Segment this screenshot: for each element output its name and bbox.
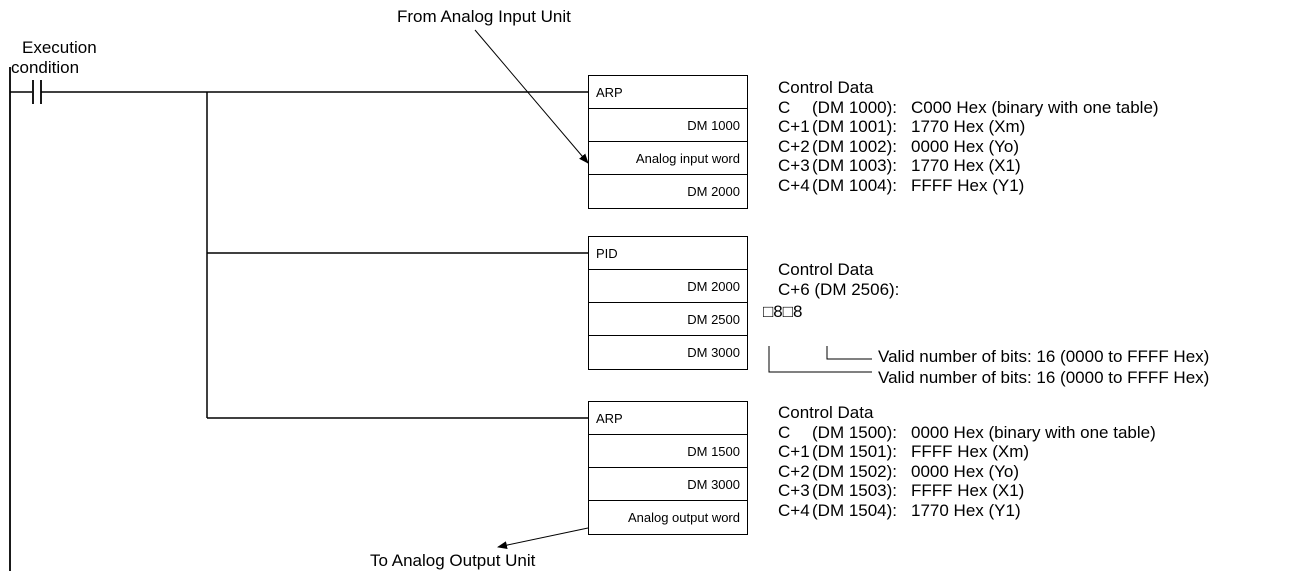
from-analog-input-label: From Analog Input Unit [397,7,571,26]
control-data-row: C+3(DM 1003):1770 Hex (X1) [778,156,1021,175]
operand-output-word: DM 3000 [687,345,740,360]
operand-input-word: DM 2000 [589,270,747,303]
operand-parameter-word: DM 2500 [589,303,747,336]
condition-label: condition [11,58,80,77]
control-data-row: C+2(DM 1002):0000 Hex (Yo) [778,136,1020,156]
control-data-row: C(DM 1000):C000 Hex (binary with one tab… [778,97,1159,117]
control-data-block-3: Control Data C(DM 1500):0000 Hex (binary… [778,403,1156,520]
operand-control-word: DM 1500 [589,435,747,468]
control-data-row: C+3(DM 1503):FFFF Hex (X1) [778,481,1025,500]
control-data-pattern: □8□8 [763,302,803,321]
control-data-row: C+4(DM 1504):1770 Hex (Y1) [778,500,1021,520]
instruction-mnemonic: ARP [589,402,747,435]
instruction-mnemonic: ARP [589,76,747,109]
operand-source-word: Analog input word [589,142,747,175]
instruction-block-arp-input: ARP DM 1000 Analog input word DM 2000 [588,75,748,209]
operand-control-word: DM 1000 [589,109,747,142]
output-arrow [497,527,589,550]
control-data-row: C(DM 1500):0000 Hex (binary with one tab… [778,422,1156,442]
control-data-row: C+2(DM 1502):0000 Hex (Yo) [778,461,1020,481]
operand-result-word: DM 2000 [687,184,740,199]
no-contact-symbol [32,80,42,104]
control-data-title: Control Data [778,78,874,97]
operand-source-word: DM 3000 [589,468,747,501]
input-arrow [474,29,589,164]
control-data-row: C+1(DM 1501):FFFF Hex (Xm) [778,442,1030,461]
instruction-mnemonic: PID [589,237,747,270]
control-data-block-1: Control Data C(DM 1000):C000 Hex (binary… [778,78,1159,195]
execution-label: Execution [22,38,97,57]
control-data-title: Control Data [778,403,874,422]
instruction-block-pid: PID DM 2000 DM 2500 DM 3000 [588,236,748,370]
control-data-row: C+4(DM 1004):FFFF Hex (Y1) [778,175,1025,195]
instruction-block-arp-output: ARP DM 1500 DM 3000 Analog output word [588,401,748,535]
valid-bits-note: Valid number of bits: 16 (0000 to FFFF H… [878,347,1210,366]
control-data-line: C+6 (DM 2506): [778,280,900,299]
control-data-row: C+1(DM 1001):1770 Hex (Xm) [778,117,1026,136]
control-data-title: Control Data [778,260,874,279]
bit-bracket [768,346,872,373]
operand-result-word: Analog output word [627,510,740,525]
valid-bits-note: Valid number of bits: 16 (0000 to FFFF H… [878,368,1210,387]
to-analog-output-label: To Analog Output Unit [370,551,536,570]
